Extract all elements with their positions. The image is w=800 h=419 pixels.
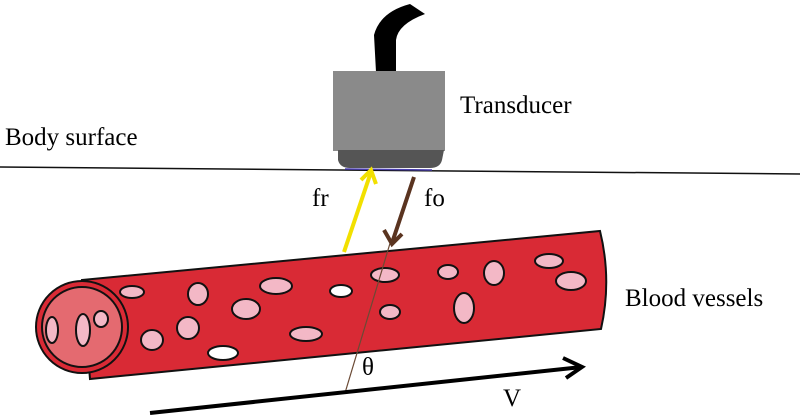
fr-label: fr [312, 185, 329, 212]
velocity-arrow [149, 356, 586, 415]
transducer [333, 71, 445, 171]
fo-label: fo [424, 185, 445, 212]
theta-label: θ [362, 354, 374, 381]
body-surface-label: Body surface [5, 124, 138, 151]
transducer-cable [374, 4, 425, 72]
velocity-label: V [503, 385, 521, 412]
transducer-label: Transducer [460, 92, 572, 119]
blood-vessel [35, 229, 608, 381]
body-surface-line [0, 166, 800, 175]
emitted-wave-arrow [382, 176, 416, 248]
blood-vessels-label: Blood vessels [625, 285, 763, 312]
angle-line [344, 239, 392, 394]
received-wave-arrow [342, 166, 378, 253]
